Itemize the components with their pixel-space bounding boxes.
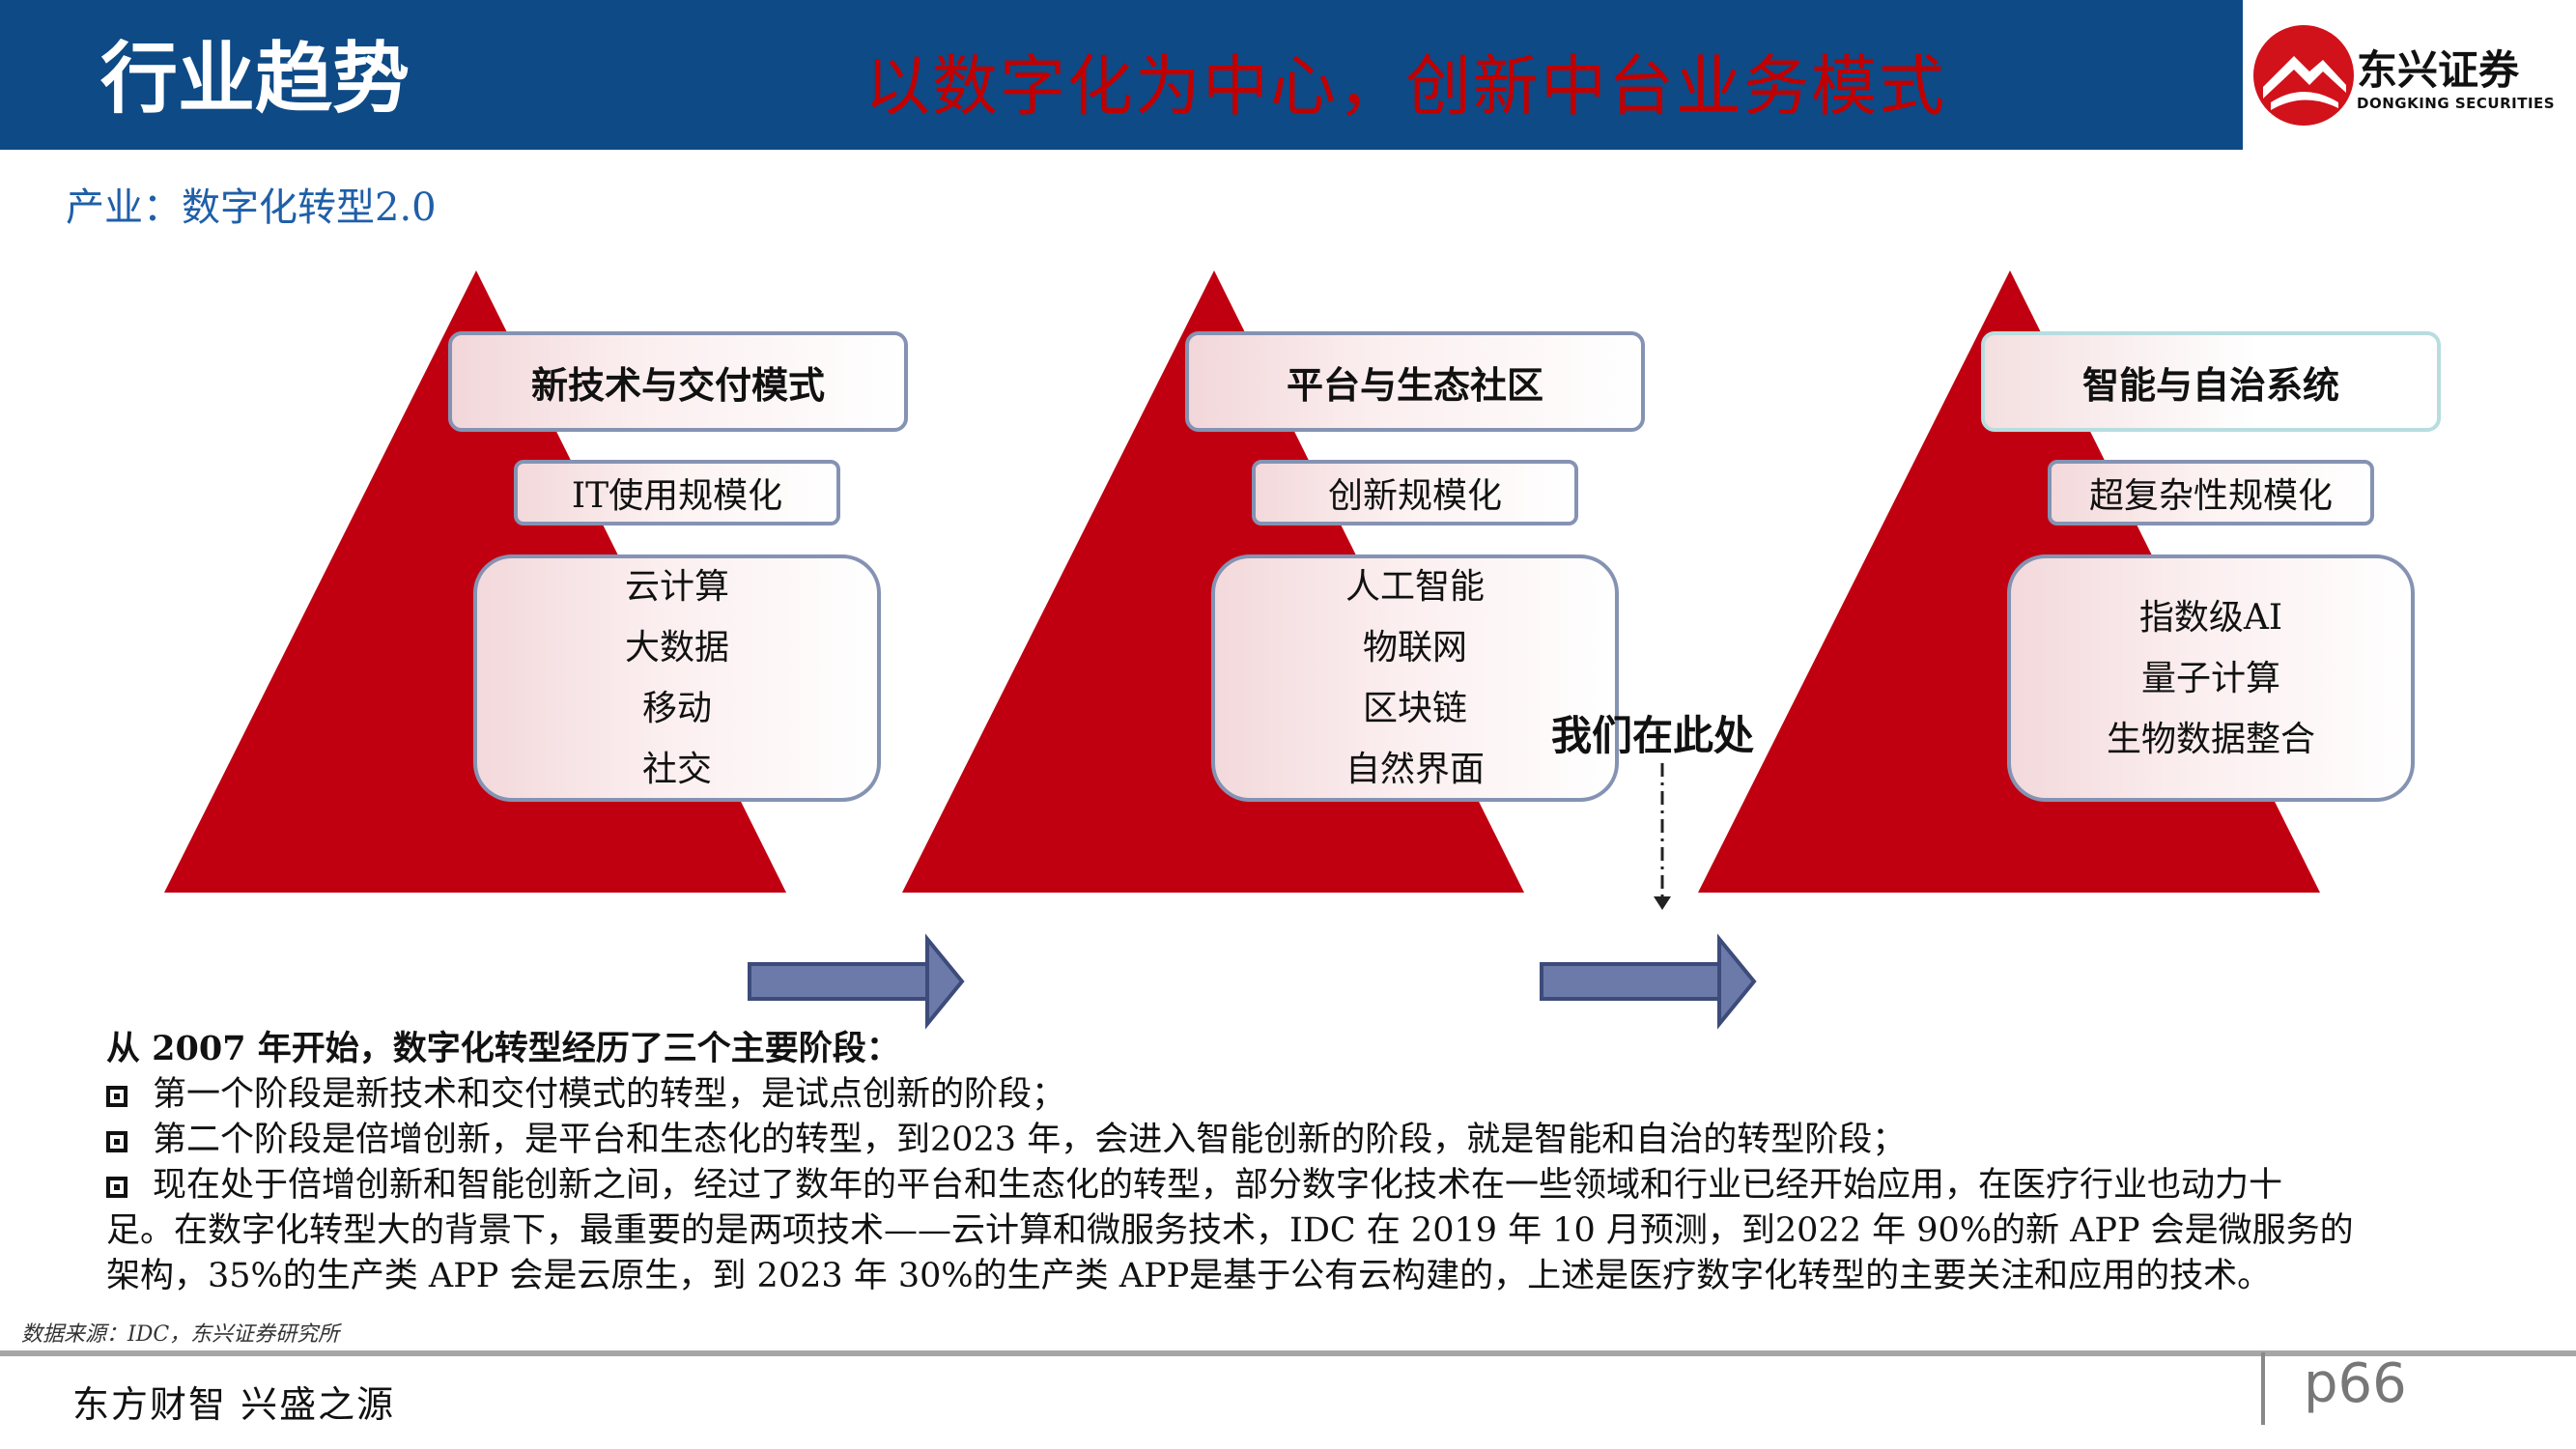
stage-3-subtitle: 超复杂性规模化 [2048,460,2374,526]
page-number-divider [2261,1352,2265,1425]
stage-1-subtitle: IT使用规模化 [514,460,840,526]
progress-arrow-2 [1540,933,1757,1030]
stage-diagram [164,270,2320,1030]
list-item: 区块链 [1362,689,1467,728]
page-number: p66 [2304,1352,2407,1415]
list-item: 量子计算 [2140,658,2280,698]
stage-2-subtitle: 创新规模化 [1252,460,1578,526]
list-item: 移动 [641,689,712,728]
bullet-continuation: 架构，35%的生产类 APP 会是云原生，到 2023 年 30%的生产类 AP… [106,1257,2272,1295]
footer-divider [0,1350,2576,1356]
footer-slogan: 东方财智 兴盛之源 [72,1383,396,1426]
list-item: 云计算 [624,567,729,607]
list-item: 生物数据整合 [2106,719,2315,759]
bullet-item: 第二个阶段是倍增创新，是平台和生态化的转型，到2023 年，会进入智能创新的阶段… [106,1118,2560,1163]
list-item: 指数级AI [2138,597,2283,638]
checkbox-bullet-icon [106,1177,127,1198]
checkbox-bullet-icon [106,1131,127,1152]
list-item: 自然界面 [1345,750,1485,789]
bullet-item: 第一个阶段是新技术和交付模式的转型，是试点创新的阶段； [106,1072,2560,1118]
stage-1-tech-list: 云计算 大数据 移动 社交 [473,554,881,802]
body-bullets: 第一个阶段是新技术和交付模式的转型，是试点创新的阶段； 第二个阶段是倍增创新，是… [106,1072,2560,1299]
list-item: 人工智能 [1345,567,1485,607]
section-label: 产业：数字化转型2.0 [66,185,437,230]
stage-2-tech-list: 人工智能 物联网 区块链 自然界面 [1211,554,1619,802]
stage-3-title: 智能与自治系统 [1981,331,2441,432]
logo [2243,0,2576,150]
page-title: 行业趋势 [100,34,410,124]
bullet-item: 现在处于倍增创新和智能创新之间，经过了数年的平台和生态化的转型，部分数字化技术在… [106,1163,2560,1208]
bullet-continuation: 足。在数字化转型大的背景下，最重要的是两项技术——云计算和微服务技术，IDC 在… [106,1211,2354,1250]
checkbox-bullet-icon [106,1086,127,1107]
list-item: 大数据 [624,628,729,668]
page-subtitle: 以数字化为中心，创新中台业务模式 [864,49,1947,126]
progress-arrow-1 [748,933,965,1030]
data-source: 数据来源：IDC，东兴证券研究所 [21,1322,340,1347]
logo-text: 东兴证券 [2357,46,2520,94]
list-item: 社交 [641,750,712,789]
stage-1-title: 新技术与交付模式 [448,331,908,432]
header-bar [0,0,2243,150]
logo-subtext: DONGKING SECURITIES [2357,95,2556,112]
stage-2-title: 平台与生态社区 [1185,331,1645,432]
list-item: 物联网 [1362,628,1467,668]
current-position-label: 我们在此处 [1551,712,1755,759]
logo-mark-icon [2253,25,2354,126]
body-intro: 从 2007 年开始，数字化转型经历了三个主要阶段： [106,1029,900,1068]
stage-3-tech-list: 指数级AI 量子计算 生物数据整合 [2007,554,2415,802]
marker-pointer [1654,763,1671,910]
